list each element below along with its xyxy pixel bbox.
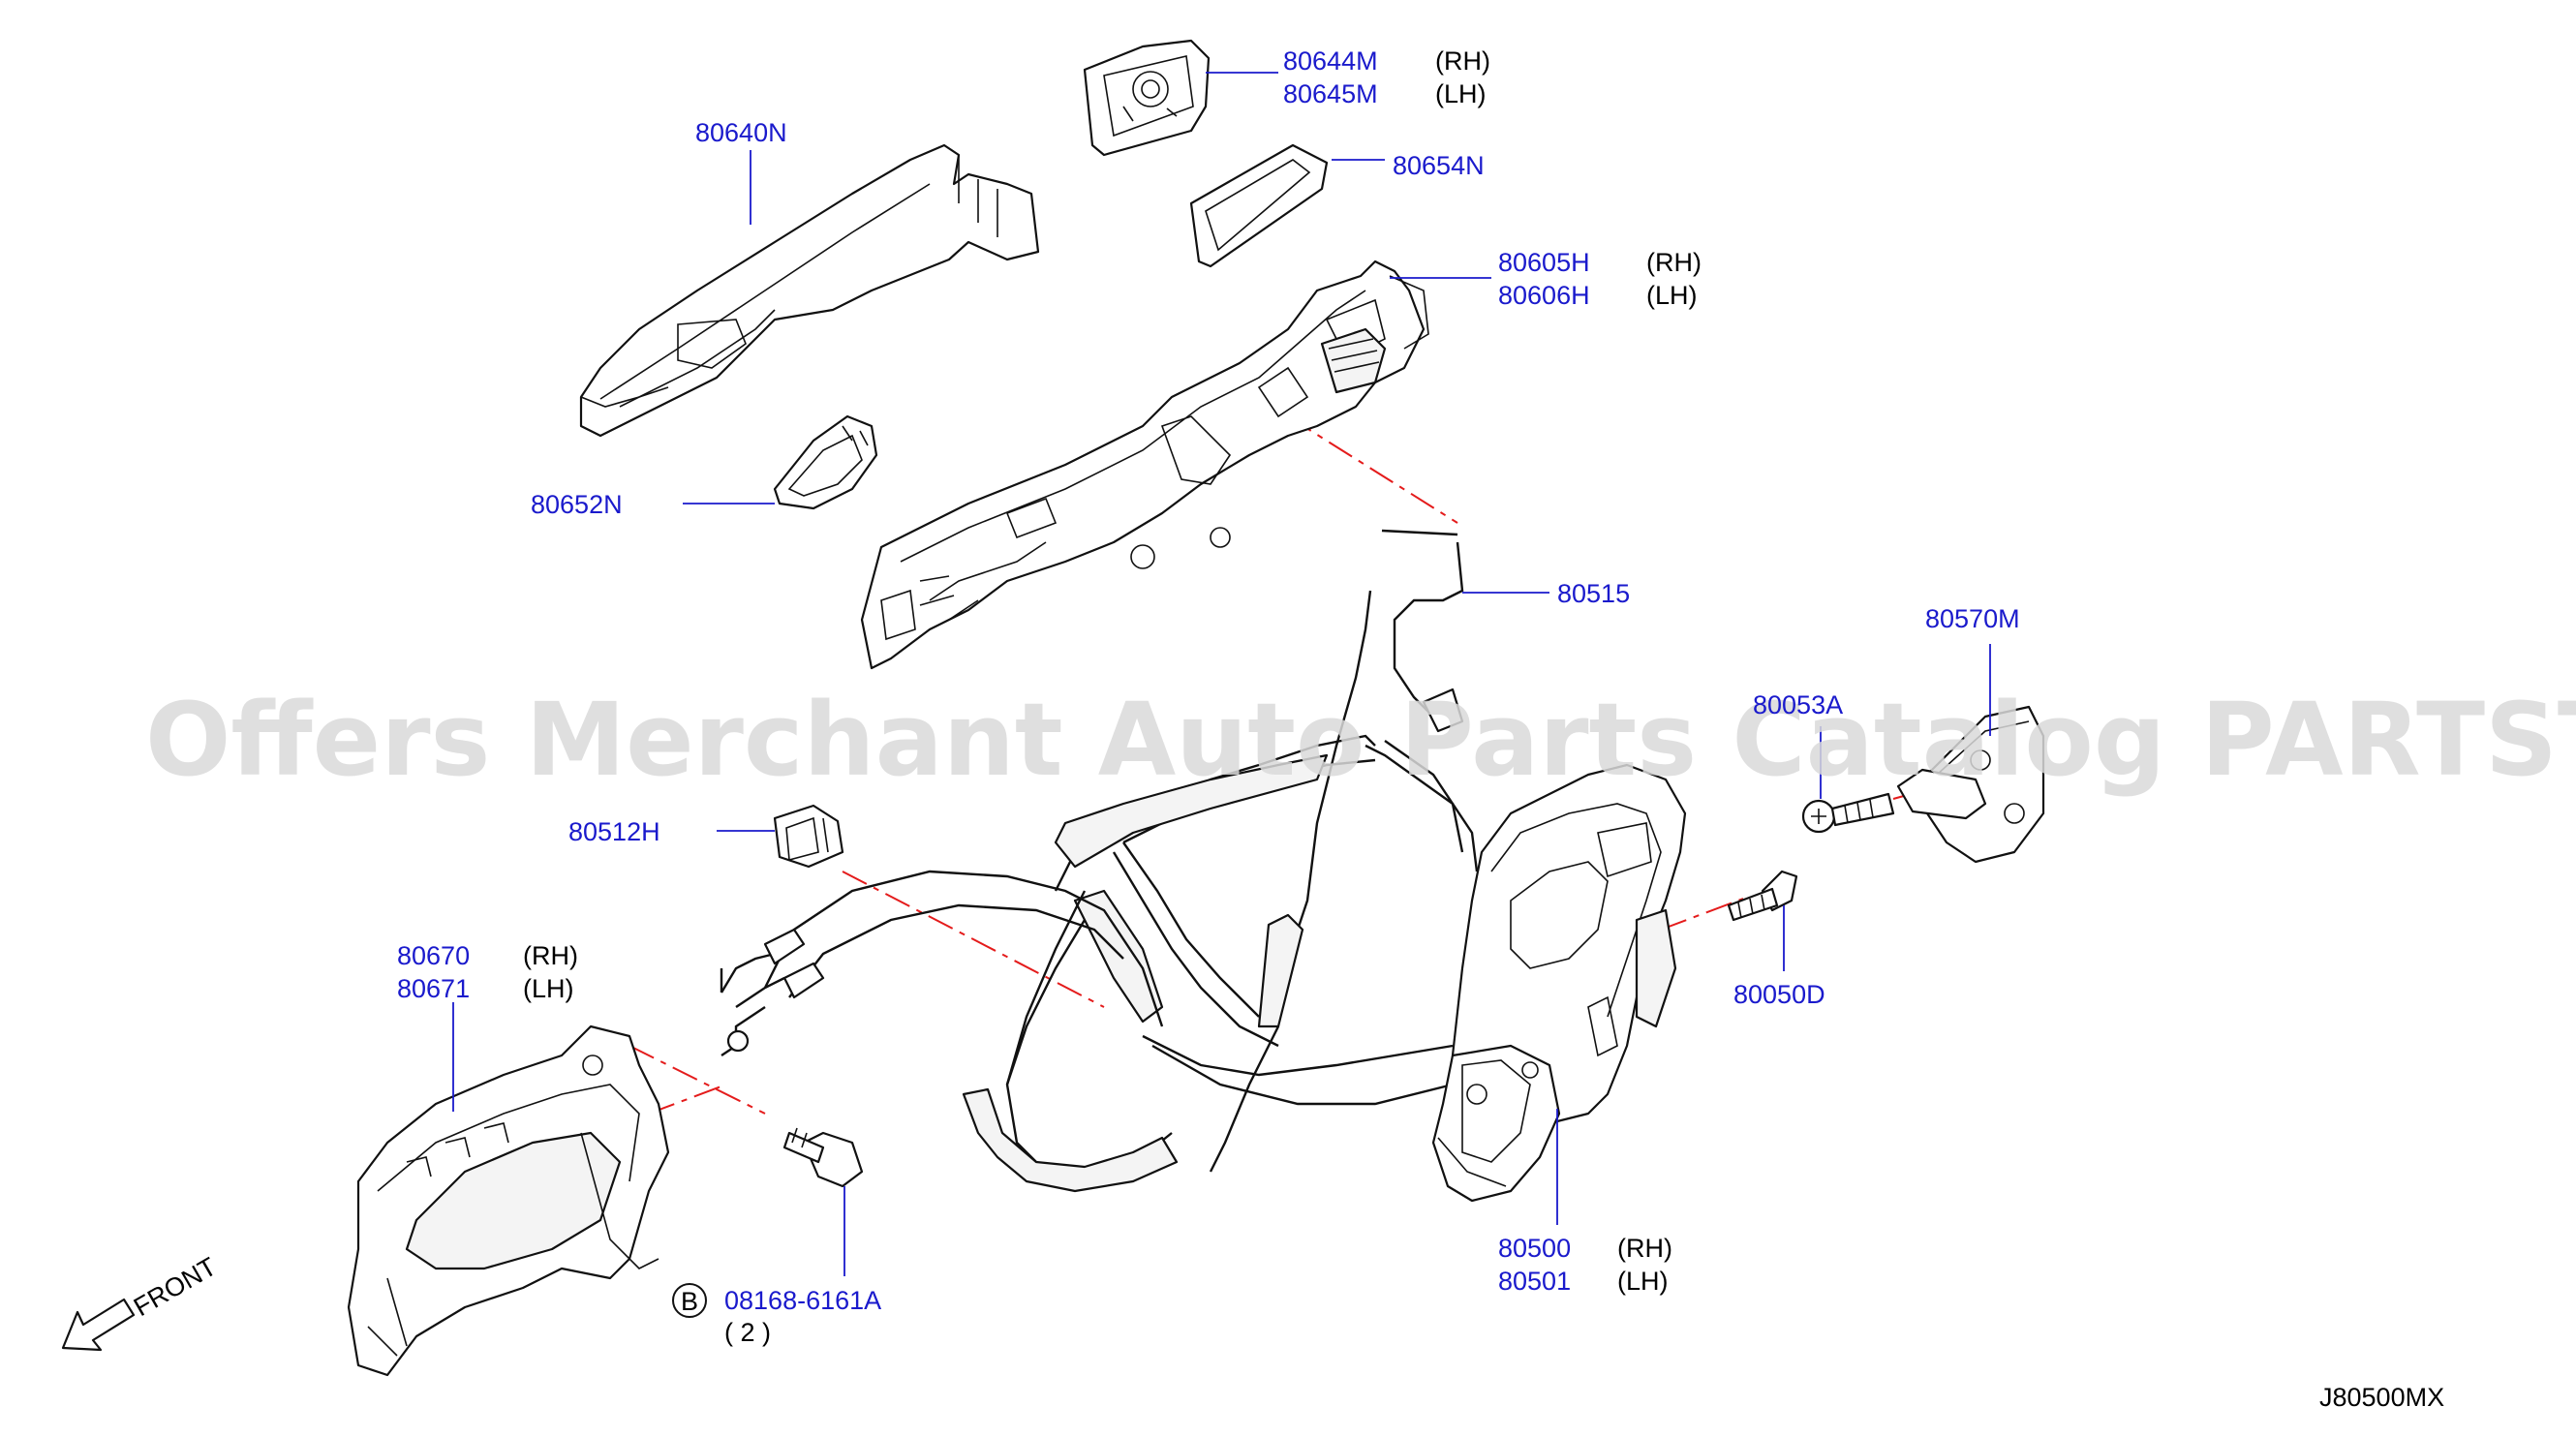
part-number-80644M[interactable]: 80644M [1283, 46, 1378, 76]
side-80645M: (LH) [1435, 79, 1487, 108]
part-number-80640N[interactable]: 80640N [695, 118, 787, 147]
lock-screw-drawing [1727, 870, 1798, 922]
escutcheon-cap-drawing [1083, 39, 1211, 157]
inner-cables-drawing [720, 870, 1164, 1056]
front-indicator: FRONT [61, 1252, 222, 1352]
side-80501: (LH) [1617, 1267, 1669, 1296]
side-80500: (RH) [1617, 1234, 1672, 1263]
part-number-80053A[interactable]: 80053A [1753, 690, 1843, 719]
part-number-80512H[interactable]: 80512H [568, 817, 660, 846]
part-labels: 80644M (RH) 80645M (LH) 80640N 80654N 80… [397, 46, 2020, 1347]
front-arrow-icon [61, 1298, 136, 1352]
part-number-80500[interactable]: 80500 [1498, 1234, 1571, 1263]
part-number-80050D[interactable]: 80050D [1733, 980, 1825, 1009]
side-80644M: (RH) [1435, 46, 1490, 76]
cable-clip-drawing [773, 804, 844, 869]
side-80670: (RH) [523, 941, 578, 970]
part-number-80645M[interactable]: 80645M [1283, 79, 1378, 108]
bolt-badge-circle [672, 1283, 707, 1318]
door-lock-actuator-drawing [1431, 763, 1687, 1203]
lock-rod-drawing [1381, 529, 1464, 733]
side-80671: (LH) [523, 974, 574, 1003]
bolt-badge-letter: B [681, 1287, 698, 1316]
side-80606H: (LH) [1646, 281, 1698, 310]
front-label: FRONT [129, 1252, 222, 1322]
part-number-80654N[interactable]: 80654N [1393, 151, 1485, 180]
inside-handle-drawing [347, 1024, 670, 1377]
bolt-drawing [782, 1127, 864, 1188]
bolt-quantity: ( 2 ) [724, 1318, 771, 1347]
part-number-80515[interactable]: 80515 [1557, 579, 1630, 608]
part-number-80670[interactable]: 80670 [397, 941, 470, 970]
part-number-08168-6161A[interactable]: 08168-6161A [724, 1286, 881, 1315]
striker-screw-drawing [1801, 792, 1895, 834]
diagram-code: J80500MX [2319, 1383, 2444, 1412]
part-number-80570M[interactable]: 80570M [1925, 604, 2020, 633]
cable-loops-drawing [962, 590, 1479, 1193]
striker-drawing [1896, 705, 2045, 864]
outside-handle-drawing [579, 143, 1040, 438]
part-number-80652N[interactable]: 80652N [531, 490, 623, 519]
leader-lines [452, 72, 1991, 1276]
part-number-80671[interactable]: 80671 [397, 974, 470, 1003]
watermark-text: Offers Merchant Auto Parts Catalog PARTS… [145, 681, 2576, 799]
part-number-80501[interactable]: 80501 [1498, 1267, 1571, 1296]
grommet-drawing [773, 414, 878, 510]
handle-bracket-drawing [860, 260, 1429, 670]
gasket-drawing [1189, 143, 1329, 268]
part-number-80606H[interactable]: 80606H [1498, 281, 1590, 310]
part-number-80605H[interactable]: 80605H [1498, 248, 1590, 277]
side-80605H: (RH) [1646, 248, 1702, 277]
